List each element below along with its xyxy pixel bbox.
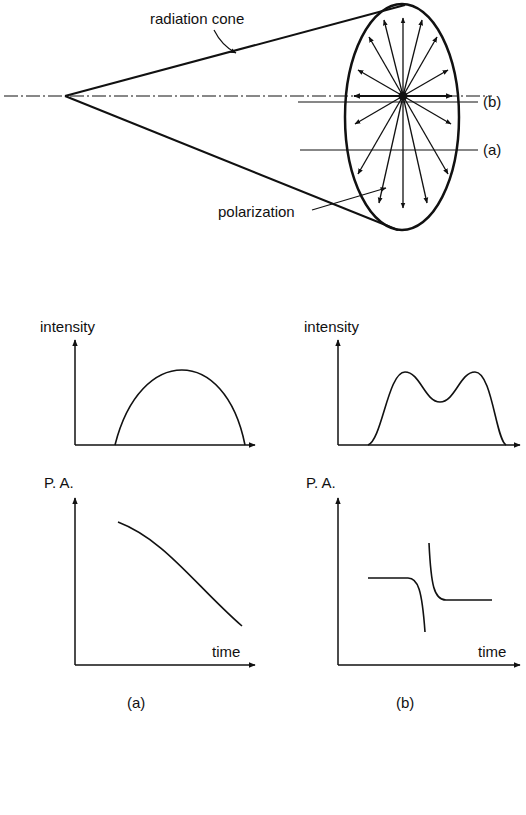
axis-label: intensity (40, 318, 95, 336)
panel-label: (a) (127, 694, 145, 712)
plot-curves (115, 370, 506, 632)
beam-cross-section (345, 4, 459, 230)
line-of-sight-label: (b) (483, 93, 501, 111)
plot-axes (75, 340, 520, 665)
part-label: polarization (218, 203, 295, 221)
part-label: radiation cone (150, 10, 244, 28)
axis-label: intensity (304, 318, 359, 336)
line-of-sight (300, 149, 478, 150)
cone-axis (4, 96, 492, 97)
cone-edge (65, 96, 398, 230)
leader-line (312, 188, 386, 210)
line-of-sight-label: (a) (483, 141, 501, 159)
beam-center-dot (399, 92, 408, 101)
axis-label: time (478, 643, 506, 661)
polarization-arrows (354, 18, 452, 208)
axis-label: time (212, 643, 240, 661)
cone-edge (65, 5, 405, 96)
axis-label: P. A. (44, 474, 74, 492)
leader-line (214, 30, 236, 53)
line-of-sight (298, 101, 478, 102)
panel-label: (b) (396, 694, 414, 712)
axis-label: P. A. (306, 474, 336, 492)
